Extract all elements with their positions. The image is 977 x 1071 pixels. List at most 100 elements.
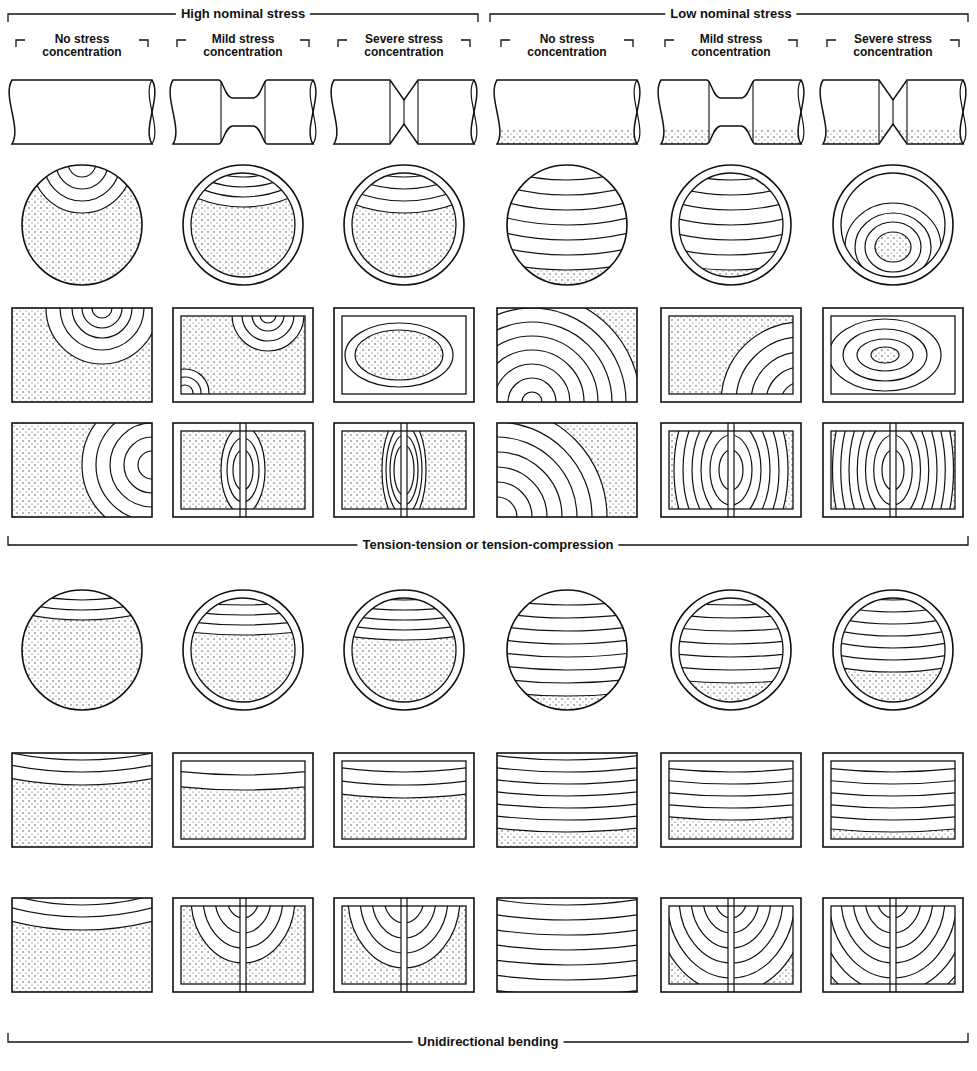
notch-root <box>181 316 305 394</box>
beach-mark <box>24 0 784 630</box>
beach-mark <box>0 80 352 620</box>
fracture-face-round <box>0 0 728 710</box>
beach-mark <box>781 382 793 394</box>
beach-mark <box>44 0 764 610</box>
beach-mark <box>0 0 728 635</box>
beach-mark <box>0 0 698 605</box>
beach-mark <box>831 761 955 784</box>
beach-mark <box>497 437 577 517</box>
beach-mark <box>92 308 112 318</box>
beach-mark <box>60 0 977 657</box>
notch-root <box>679 598 783 702</box>
beach-mark <box>643 100 977 600</box>
beach-mark <box>497 753 637 784</box>
column-heading: Mild stress concentration <box>674 32 788 60</box>
beach-mark <box>121 0 365 207</box>
notch-root <box>831 316 955 394</box>
beach-mark <box>497 753 637 820</box>
beach-mark <box>497 898 637 965</box>
beach-mark <box>669 761 793 796</box>
beach-mark <box>497 898 637 920</box>
beach-mark <box>151 0 335 177</box>
beach-mark <box>21 0 977 696</box>
beach-mark <box>0 90 342 610</box>
beach-mark <box>497 423 592 517</box>
specimen-bar <box>651 80 811 150</box>
beach-mark <box>242 316 294 341</box>
beach-mark <box>497 753 637 796</box>
beach-mark <box>32 113 132 213</box>
slot <box>890 898 896 992</box>
specimen-bar <box>170 80 316 144</box>
slot <box>240 898 246 992</box>
beach-mark <box>34 0 774 620</box>
beach-mark <box>497 898 637 935</box>
beach-mark <box>595 52 977 648</box>
beach-mark <box>497 753 637 832</box>
beach-mark <box>237 0 977 644</box>
fracture-face-square <box>261 0 977 847</box>
beach-mark <box>497 336 598 402</box>
beach-mark <box>831 906 955 984</box>
beach-mark <box>497 898 637 992</box>
beach-mark <box>181 761 305 775</box>
fracture-face-round <box>256 0 552 285</box>
beach-mark <box>674 431 788 509</box>
beach-mark <box>857 431 929 509</box>
beach-mark <box>497 497 517 517</box>
fracture-face-square <box>661 375 801 565</box>
beach-mark <box>631 88 977 612</box>
notch-root <box>342 761 466 839</box>
notch-root <box>679 173 783 277</box>
beach-mark <box>12 753 152 785</box>
notch-root <box>352 598 456 702</box>
beach-mark <box>112 0 977 605</box>
beach-mark <box>355 330 443 380</box>
beach-mark <box>263 0 977 618</box>
fracture-face-square <box>823 308 963 402</box>
group-heading: Low nominal stress <box>665 6 796 22</box>
beach-mark <box>692 431 770 509</box>
beach-mark <box>833 431 954 509</box>
fracture-face-square <box>334 415 474 525</box>
beach-mark <box>72 308 132 338</box>
beach-mark <box>82 308 122 328</box>
beach-mark <box>110 423 152 507</box>
notch-root <box>342 906 466 984</box>
beach-mark <box>60 308 144 350</box>
fracture-face-square <box>17 0 977 995</box>
beach-mark <box>268 0 540 201</box>
beach-mark <box>497 898 637 950</box>
notch-root <box>191 598 295 702</box>
beach-mark <box>669 761 793 808</box>
beach-mark <box>0 0 718 625</box>
slot <box>728 898 734 992</box>
beach-mark <box>260 316 276 323</box>
beach-mark <box>342 761 466 772</box>
beach-mark <box>607 64 977 636</box>
column-heading: No stress concentration <box>25 32 139 60</box>
beach-mark <box>250 0 977 631</box>
final-fracture-zone <box>875 232 911 262</box>
bracket-lines <box>8 14 968 1042</box>
beach-mark <box>875 232 911 262</box>
notch-root <box>181 431 305 509</box>
notch-root <box>831 761 955 839</box>
beach-mark <box>497 898 637 980</box>
notch-root <box>669 431 793 509</box>
beach-mark <box>849 431 937 509</box>
beach-mark <box>276 0 977 605</box>
beach-mark <box>12 753 152 772</box>
fracture-face-square <box>334 308 474 402</box>
fracture-face-round <box>22 113 142 285</box>
beach-mark <box>866 431 921 509</box>
beach-mark <box>831 761 955 832</box>
beach-mark <box>141 0 345 187</box>
specimen-bar <box>9 80 155 144</box>
notch-root <box>831 431 955 509</box>
beach-mark <box>497 467 547 517</box>
fracture-face-round <box>833 165 953 291</box>
beach-mark <box>831 906 955 984</box>
final-fracture-zone <box>871 347 899 363</box>
fracture-face-square <box>173 423 313 517</box>
